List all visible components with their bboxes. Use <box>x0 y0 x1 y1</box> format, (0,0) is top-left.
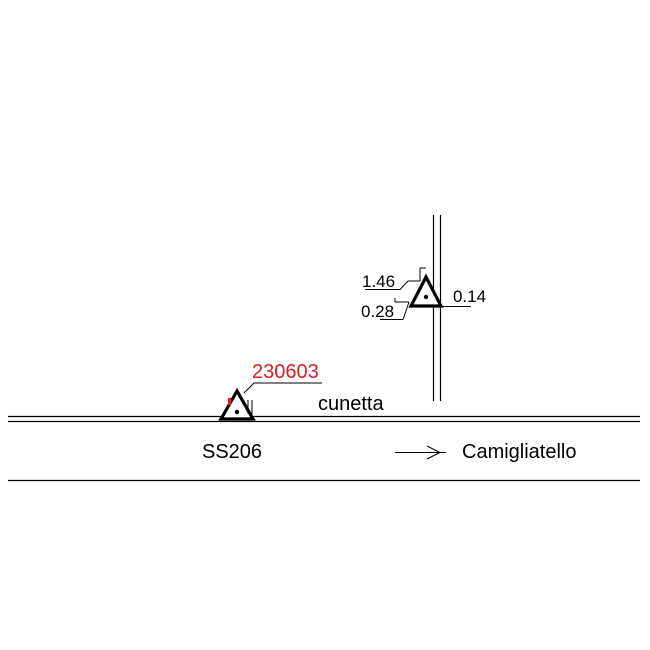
dimension-upper-left: 1.46 <box>362 272 395 291</box>
dimension-lower-left: 0.28 <box>361 302 394 321</box>
side-road-lines <box>432 215 442 401</box>
ditch-label: cunetta <box>318 393 384 415</box>
dimension-right: 0.14 <box>453 287 486 306</box>
road-name-label: SS206 <box>202 441 262 463</box>
direction-label: Camigliatello <box>462 441 577 463</box>
triangle-survey-marker-icon <box>218 387 256 421</box>
point-id-label: 230603 <box>252 361 319 383</box>
triangle-survey-marker-icon <box>408 273 444 308</box>
direction-arrow-icon <box>395 445 446 460</box>
marker-red-tick <box>228 398 231 405</box>
dimension-leaders <box>365 267 471 320</box>
road-edge-lines <box>8 415 640 482</box>
point-id-leader <box>243 382 322 394</box>
